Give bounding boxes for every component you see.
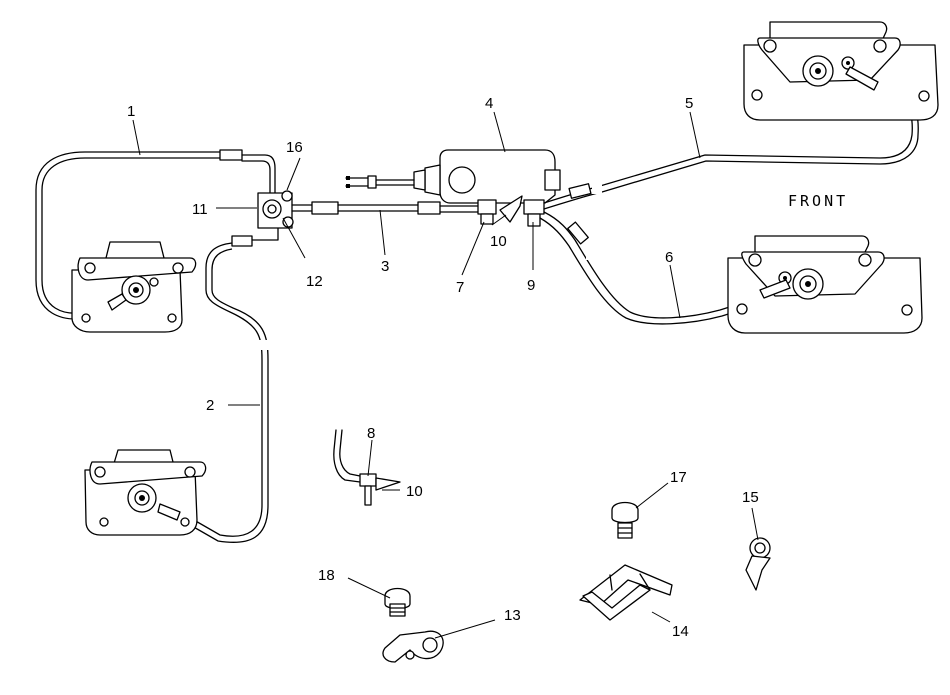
callout-9: 9 — [527, 277, 535, 294]
front-right-upper-caliper — [743, 21, 939, 121]
callout-3: 3 — [381, 258, 389, 275]
rear-left-upper-caliper — [71, 241, 197, 333]
leader-lines — [132, 111, 759, 639]
screw-17 — [611, 501, 639, 539]
callout-16: 16 — [286, 139, 303, 156]
callout-10-a: 10 — [490, 233, 507, 250]
callout-7: 7 — [456, 279, 464, 296]
callout-18: 18 — [318, 567, 335, 584]
brake-line-6 — [539, 211, 761, 325]
bolt-18 — [384, 587, 411, 617]
master-cylinder — [345, 149, 561, 227]
callout-15: 15 — [742, 489, 759, 506]
callout-12: 12 — [306, 273, 323, 290]
callout-10-b: 10 — [406, 483, 423, 500]
clip-14 — [579, 564, 673, 621]
rear-left-lower-caliper — [84, 449, 207, 536]
callout-4: 4 — [485, 95, 493, 112]
brake-line-1 — [35, 149, 276, 320]
brake-line-3 — [291, 201, 479, 215]
fitting-15 — [745, 537, 771, 591]
front-orientation-label: FRONT — [788, 192, 848, 210]
callout-14: 14 — [672, 623, 689, 640]
callout-13: 13 — [504, 607, 521, 624]
callout-5: 5 — [685, 95, 693, 112]
front-right-lower-caliper — [727, 235, 923, 334]
callout-6: 6 — [665, 249, 673, 266]
callout-17: 17 — [670, 469, 687, 486]
callout-1: 1 — [127, 103, 135, 120]
callout-labels: 1 2 3 4 5 6 7 8 9 10 10 11 12 13 14 15 1… — [127, 95, 759, 640]
clamp-13 — [382, 630, 444, 663]
callout-11: 11 — [192, 201, 208, 218]
callout-8: 8 — [367, 425, 375, 442]
junction-block — [257, 190, 294, 229]
callout-2: 2 — [206, 397, 214, 414]
brake-line-2 — [177, 224, 279, 543]
brake-switch-detail — [333, 429, 401, 506]
